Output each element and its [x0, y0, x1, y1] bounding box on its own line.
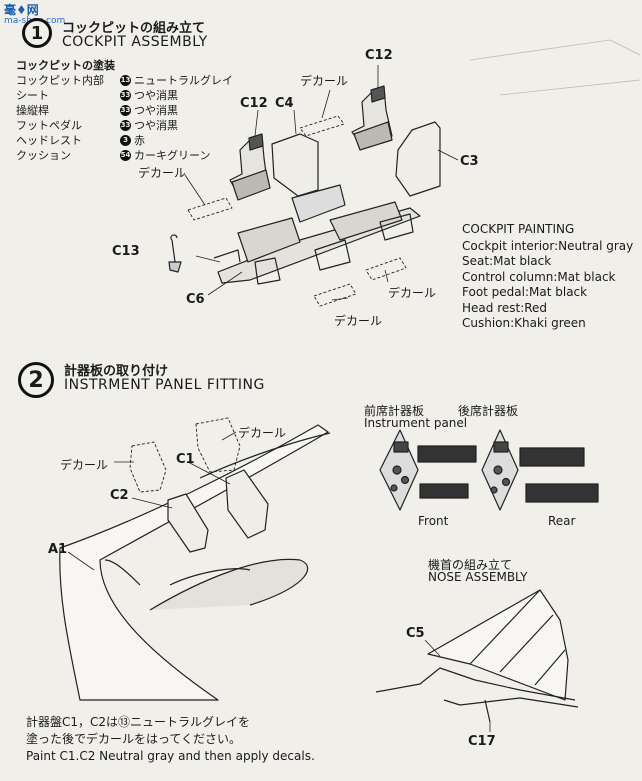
cockpit-paint-list-en: COCKPIT PAINTING Cockpit interior:Neutra… [462, 222, 633, 332]
paint-color: つや消黒 [134, 104, 178, 117]
paint-part: ヘッドレスト [16, 134, 82, 147]
part-label-c17: C17 [468, 734, 496, 749]
paint-color: つや消黒 [134, 119, 178, 132]
paint-number-badge: 33 [120, 105, 131, 116]
rear-label: Rear [548, 514, 576, 528]
step-1-title-jp: コックピットの組み立て [62, 21, 206, 36]
part-label-c5: C5 [406, 626, 425, 641]
paint-number-badge: 3 [120, 135, 131, 146]
part-label-c2: C2 [110, 488, 129, 503]
paint-number-badge: 33 [120, 120, 131, 131]
paint-number-badge: 13 [120, 75, 131, 86]
step-1-number: 1 [22, 18, 52, 48]
paint-en-item: Cockpit interior:Neutral gray [462, 238, 634, 253]
rear-panel-label-jp: 後席計器板 [458, 404, 519, 418]
paint-en-item: Head rest:Red [462, 300, 548, 315]
note-en: Paint C1.C2 Neutral gray and then apply … [26, 749, 315, 763]
step-1-title-en: COCKPIT ASSEMBLY [62, 34, 208, 50]
paint-en-item: Foot pedal:Mat black [462, 285, 588, 299]
step-1-number-text: 1 [30, 22, 44, 44]
instrument-panel-label-en: Instrument panel [364, 416, 468, 430]
paint-color: つや消黒 [134, 89, 178, 102]
nose-title-en: NOSE ASSEMBLY [428, 570, 528, 584]
part-label-c3: C3 [460, 154, 479, 169]
paint-color: カーキグリーン [134, 149, 211, 162]
part-label-c4: C4 [275, 96, 294, 111]
part-label-c6: C6 [186, 292, 205, 307]
step-2-title-en: INSTRMENT PANEL FITTING [64, 377, 265, 393]
step-2-number: 2 [18, 362, 54, 398]
watermark-main: 毫♦网 [4, 3, 39, 17]
paint-en-item: Cushion:Khaki green [462, 316, 586, 330]
note-jp-line-2: 塗った後でデカールをはってください。 [26, 732, 242, 746]
note-jp-line-1: 計器盤C1，C2は⑬ニュートラルグレイを [26, 715, 251, 729]
panel-c3-drawing [395, 121, 441, 197]
control-column-c13-drawing [168, 234, 182, 273]
instrument-panel-c1-drawing [225, 469, 269, 539]
paint-en-heading: COCKPIT PAINTING [462, 222, 575, 236]
fuselage-a1-drawing [59, 424, 331, 701]
paint-table-heading: コックピットの塗装 [16, 59, 115, 72]
decal-label-4: デカール [334, 314, 383, 328]
decal-label-b: デカール [60, 458, 109, 472]
seat-c12-right-drawing [351, 85, 393, 151]
part-label-c12-right: C12 [365, 48, 393, 63]
part-label-c1: C1 [176, 452, 195, 467]
cockpit-tub-drawing [213, 184, 421, 285]
decal-outlines [187, 115, 407, 307]
front-panel-decal-drawing [379, 429, 477, 511]
paint-en-item: Seat:Mat black [462, 254, 552, 268]
decal-label-2: デカール [138, 166, 187, 180]
paint-part: フットペダル [16, 119, 82, 132]
paint-part: 操縦桿 [16, 104, 49, 117]
part-label-a1: A1 [48, 542, 68, 557]
paint-number-badge: 33 [120, 90, 131, 101]
paint-part: シート [16, 89, 49, 102]
decal-label-3: デカール [388, 286, 437, 300]
instrument-panel-note: 計器盤C1，C2は⑬ニュートラルグレイを 塗った後でデカールをはってください。 … [26, 714, 315, 765]
front-label: Front [418, 514, 449, 528]
paint-number-badge: 54 [120, 150, 131, 161]
nose-title-jp: 機首の組み立て [428, 558, 513, 572]
seat-c12-left-drawing [229, 133, 271, 201]
front-panel-label-jp: 前席計器板 [364, 404, 425, 418]
decal-label-a: デカール [238, 426, 287, 440]
step-2-number-text: 2 [28, 367, 44, 393]
part-label-c12-left: C12 [240, 96, 268, 111]
instrument-panel-c2-drawing [167, 493, 209, 553]
nose-strut-c17-drawing [375, 667, 579, 723]
paint-part: コックピット内部 [16, 74, 104, 87]
rear-panel-decal-drawing [481, 429, 599, 511]
step-2-title-jp: 計器板の取り付け [64, 364, 169, 379]
paint-color: ニュートラルグレイ [134, 74, 233, 87]
panel-c4-drawing [271, 133, 319, 197]
paint-color: 赤 [134, 134, 145, 147]
nose-cone-c5-drawing [427, 589, 569, 701]
part-label-c13: C13 [112, 244, 140, 259]
decal-label-1: デカール [300, 74, 349, 88]
paint-en-item: Control column:Mat black [462, 269, 616, 284]
paint-part: クッション [16, 149, 71, 162]
